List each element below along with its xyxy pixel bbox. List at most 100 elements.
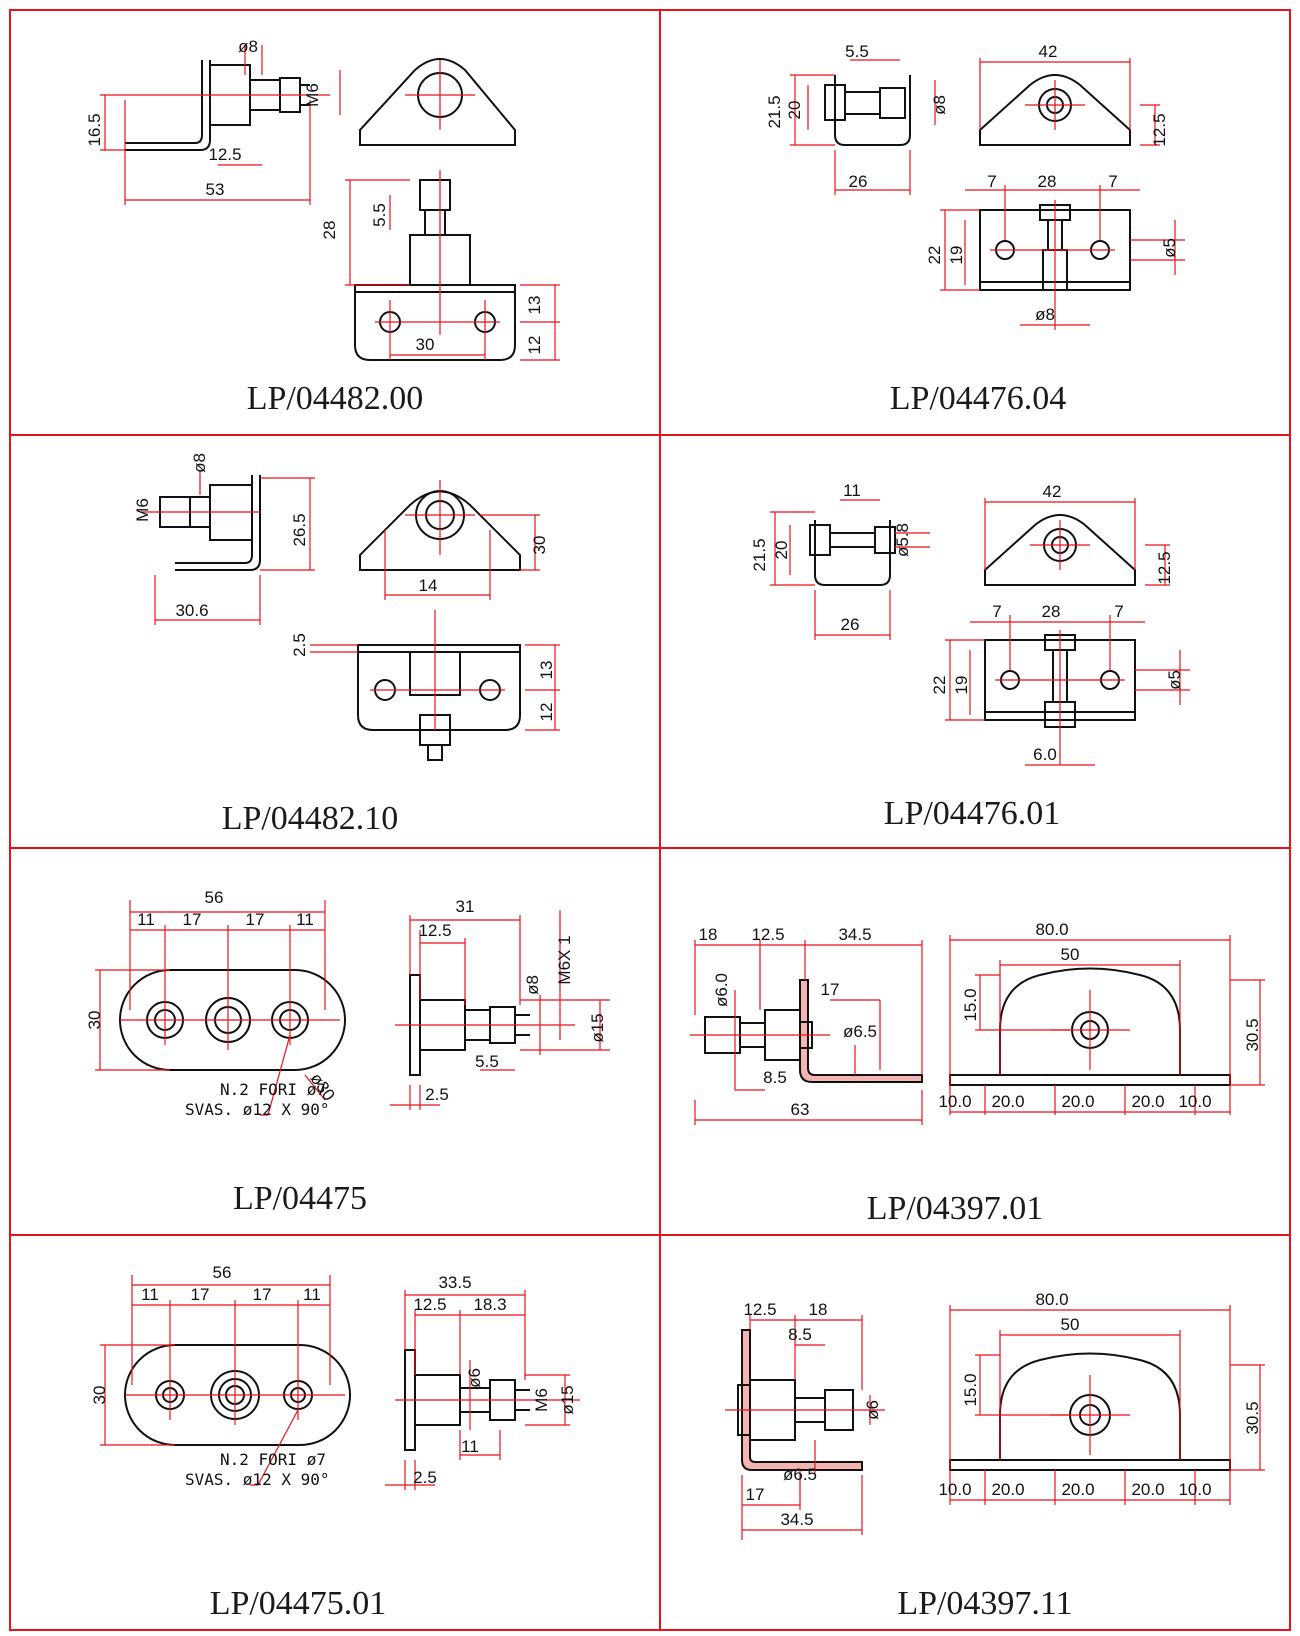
panel-5-dimension-label: 56 xyxy=(205,888,224,907)
panel-7-dimension-label: 11 xyxy=(141,1285,159,1304)
panel-4-dimension-label: 6.0 xyxy=(1033,745,1057,764)
panel-5-dimension-label: 11 xyxy=(296,910,314,929)
panel-2-dimension-label: ø5 xyxy=(1160,238,1179,258)
panel-7-hole-note: SVAS. ø12 X 90° xyxy=(185,1470,330,1489)
panel-5-dimension-label: M6X 1 xyxy=(555,935,574,984)
panel-4-dimension-label: 7 xyxy=(992,602,1001,621)
panel-6-dimension-label: 10.0 xyxy=(938,1092,971,1111)
panel-5-dimension-label: ø8 xyxy=(523,975,542,995)
panel-5-dimension-label: ø15 xyxy=(588,1013,607,1042)
panel-2-drawing xyxy=(790,58,1185,330)
panel-3-dimension-label: 12 xyxy=(537,703,556,722)
panel-7-drawing xyxy=(100,1275,580,1490)
panel-4-dimension-label: 42 xyxy=(1043,482,1062,501)
panel-7-dimension-label: ø6 xyxy=(465,1368,484,1388)
panel-1-dimension-label: 12 xyxy=(525,336,544,355)
panel-2-dimension-label: 7 xyxy=(1108,172,1117,191)
panel-6-dimension-label: 18 xyxy=(699,925,718,944)
panel-2-dimension-label: 19 xyxy=(947,246,966,265)
panel-3-dimension-label: M6 xyxy=(133,498,152,522)
panel-8-dimension-label: ø6.5 xyxy=(783,1465,817,1484)
panel-title-4: LP/04476.01 xyxy=(883,795,1061,832)
panel-5-drawing xyxy=(95,900,610,1116)
panel-6-dimension-label: ø6.5 xyxy=(843,1022,877,1041)
panel-5-hole-note: SVAS. ø12 X 90° xyxy=(185,1100,330,1119)
panel-2-dimension-label: 42 xyxy=(1039,42,1058,61)
panel-2-dimension-label: 5.5 xyxy=(845,42,869,61)
panel-7-dimension-label: 17 xyxy=(253,1285,272,1304)
panel-7-hole-note: N.2 FORI ø7 xyxy=(220,1450,326,1469)
panel-4-dimension-label: 21.5 xyxy=(750,538,769,571)
panel-1-dimension-label: M6 xyxy=(303,83,322,107)
panel-2-dimension-label: 26 xyxy=(849,172,868,191)
panel-8-dimension-label: 12.5 xyxy=(743,1300,776,1319)
panel-4-dimension-label: 11 xyxy=(843,481,861,500)
panel-5-dimension-label: 2.5 xyxy=(425,1085,449,1104)
panel-3-dimension-label: 14 xyxy=(419,576,438,595)
panel-8-dimension-label: 15.0 xyxy=(961,1373,980,1406)
panel-1-drawing xyxy=(100,45,560,361)
panel-6-dimension-label: 20.0 xyxy=(991,1092,1024,1111)
panel-1-dimension-label: 12.5 xyxy=(208,145,241,164)
panel-1-dimension-label: 16.5 xyxy=(85,113,104,146)
panel-3-dimension-label: 26.5 xyxy=(290,513,309,546)
panel-7-dimension-label: 2.5 xyxy=(413,1468,437,1487)
panel-7-dimension-label: M6 xyxy=(532,1388,551,1412)
panel-7-dimension-label: ø15 xyxy=(558,1385,577,1414)
panel-8-dimension-label: 10.0 xyxy=(938,1480,971,1499)
panel-7-dimension-label: 11 xyxy=(303,1285,321,1304)
panel-2-dimension-label: 12.5 xyxy=(1150,113,1169,146)
panel-1-dimension-label: 30 xyxy=(416,335,435,354)
panel-1-dimension-label: 28 xyxy=(320,221,339,240)
panel-2-dimension-label: 21.5 xyxy=(765,95,784,128)
panel-6-dimension-label: 50 xyxy=(1061,945,1080,964)
panel-5-dimension-label: 11 xyxy=(137,910,155,929)
panel-title-7: LP/04475.01 xyxy=(209,1585,387,1622)
panel-title-1: LP/04482.00 xyxy=(246,380,424,417)
panel-8-dimension-label: 10.0 xyxy=(1178,1480,1211,1499)
panel-8-dimension-label: 20.0 xyxy=(991,1480,1024,1499)
panel-7-dimension-label: 17 xyxy=(191,1285,210,1304)
panel-3-dimension-label: 30 xyxy=(530,536,549,555)
panel-6-dimension-label: 8.5 xyxy=(763,1068,787,1087)
panel-4-dimension-label: 19 xyxy=(952,676,971,695)
panel-6-dimension-label: 20.0 xyxy=(1131,1092,1164,1111)
panel-4-dimension-label: ø5 xyxy=(1165,670,1184,690)
panel-5-dimension-label: 17 xyxy=(246,910,265,929)
panel-8-dimension-label: 80.0 xyxy=(1035,1290,1068,1309)
panel-2-dimension-label: ø8 xyxy=(930,95,949,115)
panel-4-dimension-label: 26 xyxy=(841,615,860,634)
panel-6-drawing xyxy=(690,935,1265,1125)
panel-6-dimension-label: 20.0 xyxy=(1061,1092,1094,1111)
panel-8-dimension-label: 20.0 xyxy=(1061,1480,1094,1499)
panel-8-dimension-label: 30.5 xyxy=(1243,1401,1262,1434)
panel-title-5: LP/04475 xyxy=(232,1180,368,1217)
panel-1-dimension-label: 13 xyxy=(525,296,544,315)
panel-6-dimension-label: 80.0 xyxy=(1035,920,1068,939)
panel-5-dimension-label: 30 xyxy=(85,1011,104,1030)
panel-7-dimension-label: 12.5 xyxy=(413,1295,446,1314)
panel-5-dimension-label: 17 xyxy=(183,910,202,929)
panel-2-dimension-label: ø8 xyxy=(1035,305,1055,324)
panel-6-dimension-label: 17 xyxy=(821,980,840,999)
panel-4-dimension-label: 22 xyxy=(930,676,949,695)
panel-title-8: LP/04397.11 xyxy=(897,1585,1073,1622)
panel-7-dimension-label: 11 xyxy=(461,1437,479,1456)
panel-8-dimension-label: 8.5 xyxy=(788,1325,812,1344)
panel-4-dimension-label: 28 xyxy=(1042,602,1061,621)
panel-6-dimension-label: 12.5 xyxy=(751,925,784,944)
panel-4-drawing xyxy=(770,498,1190,766)
panel-8-dimension-label: 17 xyxy=(746,1485,765,1504)
panel-4-dimension-label: 7 xyxy=(1114,602,1123,621)
panel-2-dimension-label: 22 xyxy=(925,246,944,265)
panel-3-dimension-label: 13 xyxy=(537,661,556,680)
panel-title-2: LP/04476.04 xyxy=(889,380,1067,417)
panel-6-dimension-label: 30.5 xyxy=(1243,1018,1262,1051)
panel-7-dimension-label: 30 xyxy=(90,1386,109,1405)
panel-4-dimension-label: 20 xyxy=(772,541,791,560)
panel-7-dimension-label: 56 xyxy=(213,1263,232,1282)
panel-2-dimension-label: 28 xyxy=(1038,172,1057,191)
panel-8-dimension-label: 50 xyxy=(1061,1315,1080,1334)
panel-4-dimension-label: 12.5 xyxy=(1155,551,1174,584)
